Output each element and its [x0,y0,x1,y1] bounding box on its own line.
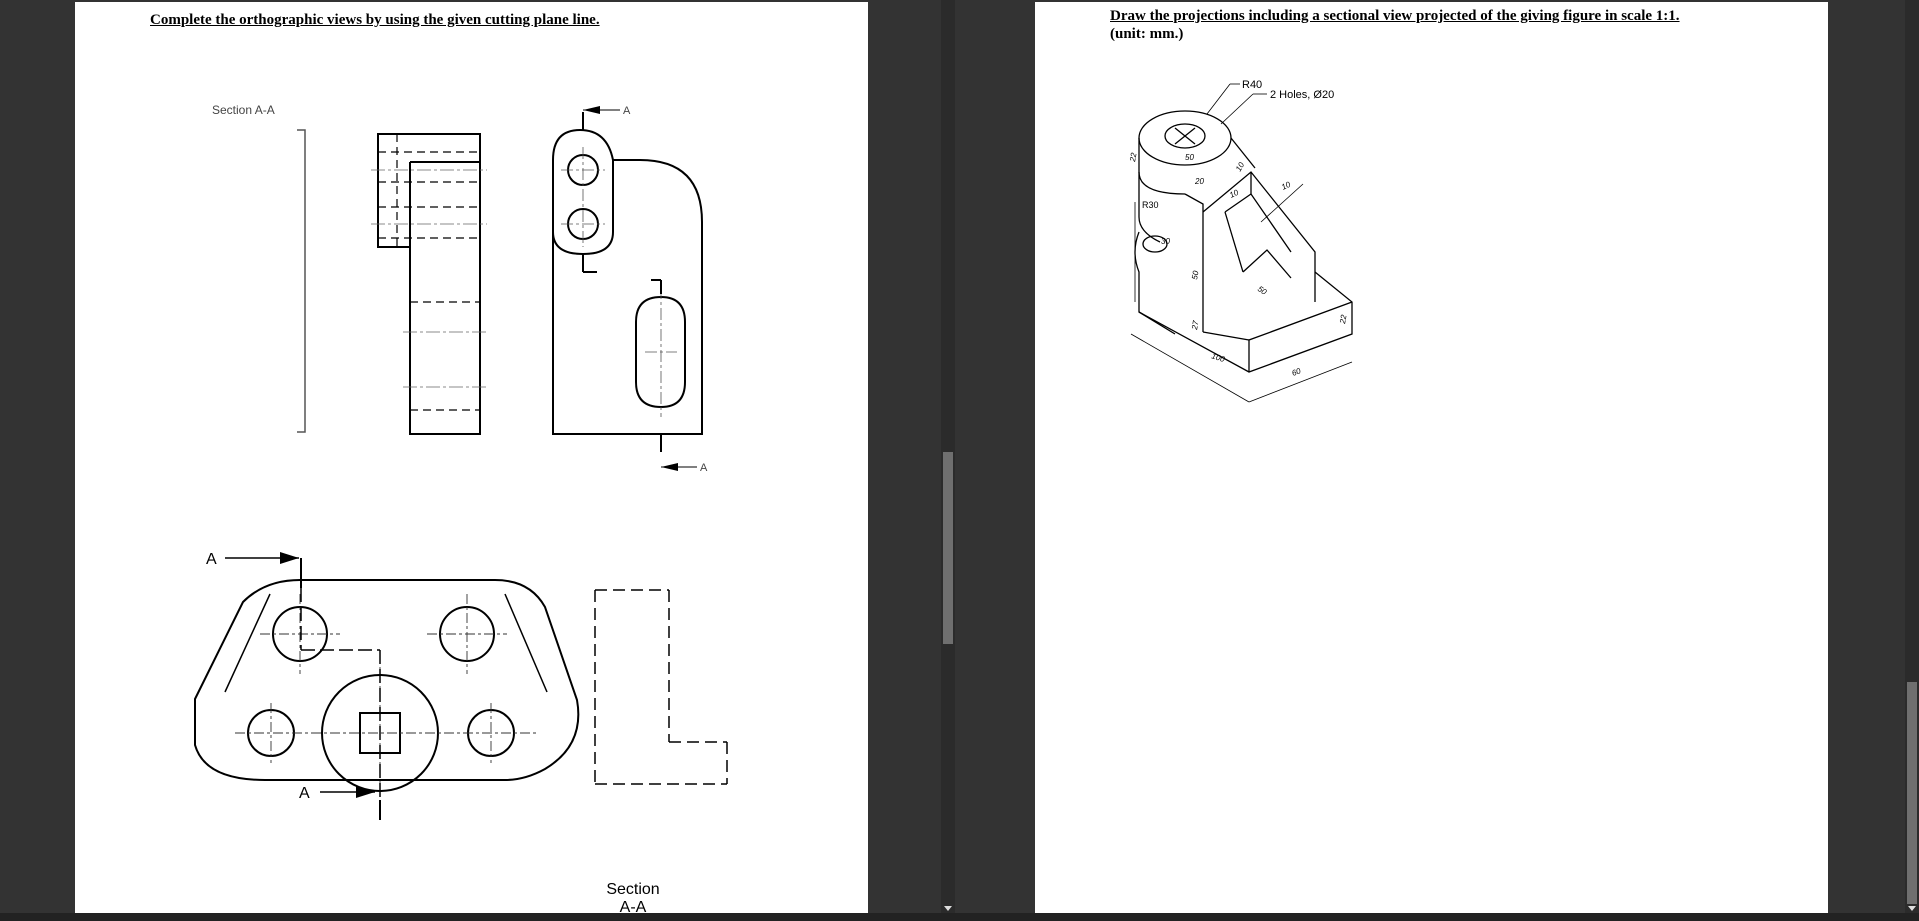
left-vertical-scrollbar[interactable] [941,0,955,913]
dim-holes: 2 Holes, Ø20 [1270,89,1334,101]
left-scrollbar-thumb[interactable] [943,452,953,644]
right-document-pane[interactable]: Draw the projections including a section… [961,0,1919,913]
left-document-page: Complete the orthographic views by using… [75,2,868,913]
left-document-pane[interactable]: Complete the orthographic views by using… [0,0,955,913]
svg-text:100: 100 [1210,351,1226,364]
svg-text:22: 22 [1128,151,1139,163]
left-page-title: Complete the orthographic views by using… [150,12,600,28]
svg-text:30: 30 [1161,237,1170,246]
svg-text:10: 10 [1280,180,1292,192]
svg-text:10: 10 [1228,188,1240,200]
plane-a-label-top: A [206,551,217,568]
svg-text:22: 22 [1338,313,1349,325]
svg-text:50: 50 [1185,153,1194,162]
dim-r40: R40 [1242,79,1262,91]
svg-text:27: 27 [1190,319,1201,331]
svg-text:50: 50 [1190,269,1201,280]
cutting-plane-label-top: A [623,105,631,117]
right-scrollbar-thumb[interactable] [1907,682,1917,904]
bottom-bar [0,913,1919,921]
orthographic-views-drawing: Section A-A [212,103,708,474]
section-label-line2: A-A [620,899,647,913]
left-scroll-down-icon[interactable] [944,906,952,911]
svg-text:50: 50 [1256,284,1269,297]
right-page-title: Draw the projections including a section… [1110,8,1680,24]
right-scroll-down-icon[interactable] [1908,906,1916,911]
svg-text:60: 60 [1291,366,1303,378]
svg-text:10: 10 [1234,160,1247,173]
right-page-subtitle: (unit: mm.) [1110,26,1184,42]
dim-r30: R30 [1142,200,1159,210]
section-aa-label: Section A-A [212,103,275,117]
right-vertical-scrollbar[interactable] [1905,0,1919,913]
plane-a-label-bottom: A [299,785,310,802]
isometric-figure: R40 2 Holes, Ø20 R30 10 20 30 50 22 50 2… [1128,79,1353,403]
cutting-plane-drawing: A [194,551,728,913]
cutting-plane-label-bottom: A [700,462,708,474]
svg-text:20: 20 [1194,177,1204,186]
section-label-line1: Section [606,881,659,898]
right-document-page: Draw the projections including a section… [1035,2,1828,913]
